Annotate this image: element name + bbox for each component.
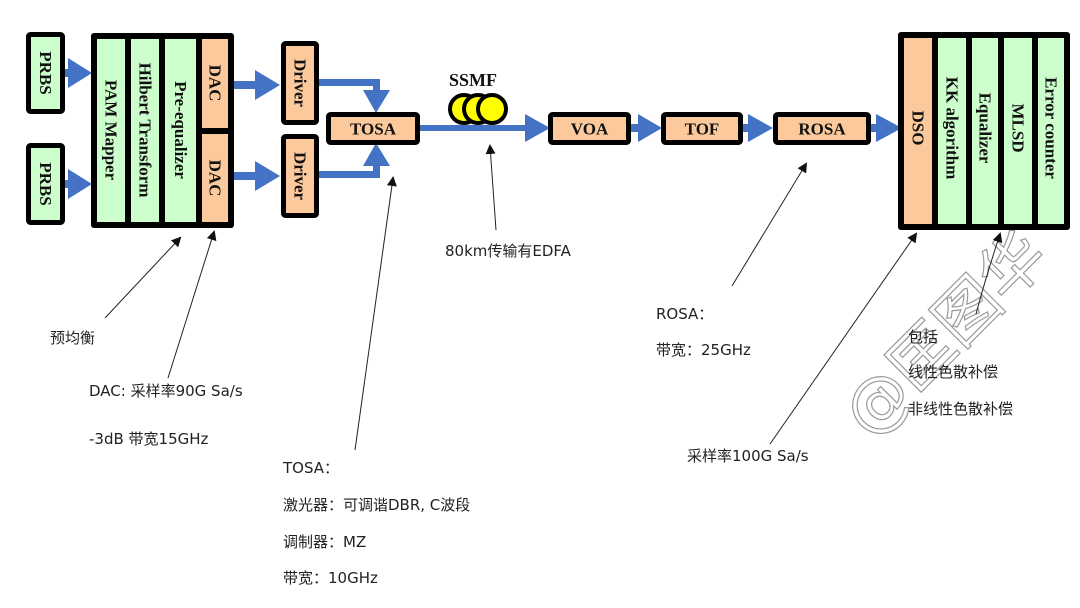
arrow-rosa-to-dso: [868, 114, 902, 142]
note-tosa-bandwidth: 带宽：10GHz: [283, 569, 378, 587]
driver-label: Driver: [291, 59, 310, 108]
pointer-dsp: [975, 232, 1003, 315]
voa-block[interactable]: VOA: [548, 112, 631, 145]
equalizer-block[interactable]: Equalizer: [972, 38, 998, 224]
dac-block-2[interactable]: DAC: [202, 134, 228, 222]
arrow-dac1-to-driver1: [232, 70, 280, 100]
pointer-tosa: [354, 176, 397, 451]
pointer-pre-equalizer: [104, 236, 182, 319]
error-counter-label: Error counter: [1042, 77, 1061, 179]
arrow-tof-to-rosa: [740, 114, 773, 142]
pam-mapper-label: PAM Mapper: [102, 80, 121, 181]
note-dac-bandwidth: -3dB 带宽15GHz: [89, 430, 209, 448]
tx-dsp-stack: PAM Mapper Hilbert Transform Pre-equaliz…: [91, 33, 234, 228]
ssmf-fiber[interactable]: SSMF: [448, 70, 508, 125]
annotations: 预均衡 DAC: 采样率90G Sa/s -3dB 带宽15GHz TOSA： …: [50, 242, 1013, 587]
dac-label: DAC: [206, 65, 225, 102]
arrow-dac2-to-driver2: [232, 161, 280, 191]
note-fiber: 80km传输有EDFA: [445, 242, 572, 260]
note-tosa-modulator: 调制器：MZ: [283, 533, 366, 551]
prbs-block-1[interactable]: PRBS: [26, 32, 65, 114]
note-pre-equalizer: 预均衡: [50, 329, 95, 347]
note-rosa-bandwidth: 带宽：25GHz: [656, 341, 751, 359]
arrow-driver1-to-tosa: [318, 79, 390, 113]
error-counter-block[interactable]: Error counter: [1038, 38, 1064, 224]
arrow-voa-to-tof: [628, 114, 662, 142]
dac-label: DAC: [206, 160, 225, 197]
note-dsp-includes: 包括: [908, 328, 938, 346]
equalizer-label: Equalizer: [976, 93, 995, 164]
note-tosa-title: TOSA：: [282, 459, 339, 477]
signal-arrows: [58, 58, 902, 199]
pointer-dac: [167, 230, 217, 379]
driver-block-1[interactable]: Driver: [281, 41, 319, 125]
rosa-block[interactable]: ROSA: [773, 112, 871, 145]
pointer-dso: [769, 232, 918, 445]
hilbert-transform-block[interactable]: Hilbert Transform: [131, 39, 159, 222]
note-tosa-laser: 激光器：可调谐DBR, C波段: [283, 496, 470, 514]
pointer-fiber: [485, 144, 497, 231]
tof-block[interactable]: TOF: [661, 112, 743, 145]
driver-label: Driver: [291, 152, 310, 201]
rx-dsp-stack: DSO KK algorithm Equalizer MLSD Error co…: [898, 32, 1070, 230]
fiber-coil-icon: [448, 93, 508, 125]
note-rosa-title: ROSA：: [656, 305, 713, 323]
tosa-block[interactable]: TOSA: [326, 112, 420, 145]
mlsd-block[interactable]: MLSD: [1004, 38, 1032, 224]
driver-block-2[interactable]: Driver: [281, 134, 319, 218]
mlsd-label: MLSD: [1009, 103, 1028, 152]
pointer-lines: [104, 144, 1003, 451]
pam-mapper-block[interactable]: PAM Mapper: [97, 39, 125, 222]
tosa-label: TOSA: [350, 120, 397, 139]
dso-block[interactable]: DSO: [904, 38, 932, 224]
prbs-label: PRBS: [36, 51, 55, 94]
pre-equalizer-label: Pre-equalizer: [171, 81, 190, 179]
kk-algorithm-label: KK algorithm: [943, 77, 962, 179]
note-dac-rate: DAC: 采样率90G Sa/s: [89, 382, 243, 400]
tof-label: TOF: [685, 120, 720, 139]
arrow-tosa-to-voa: [418, 114, 550, 142]
dac-block-1[interactable]: DAC: [202, 39, 228, 128]
dso-label: DSO: [909, 111, 928, 146]
hilbert-transform-label: Hilbert Transform: [136, 63, 155, 198]
voa-label: VOA: [571, 120, 609, 139]
kk-algorithm-block[interactable]: KK algorithm: [938, 38, 966, 224]
pointer-rosa: [731, 162, 808, 287]
arrow-driver2-to-tosa: [318, 143, 390, 178]
note-dso-rate: 采样率100G Sa/s: [687, 447, 809, 465]
note-dsp-item-1: 线性色散补偿: [908, 363, 998, 381]
rosa-label: ROSA: [798, 120, 846, 139]
prbs-block-2[interactable]: PRBS: [26, 143, 65, 225]
ssmf-label: SSMF: [449, 70, 497, 90]
prbs-label: PRBS: [36, 162, 55, 205]
pre-equalizer-block[interactable]: Pre-equalizer: [165, 39, 196, 222]
note-dsp-item-2: 非线性色散补偿: [908, 400, 1013, 418]
